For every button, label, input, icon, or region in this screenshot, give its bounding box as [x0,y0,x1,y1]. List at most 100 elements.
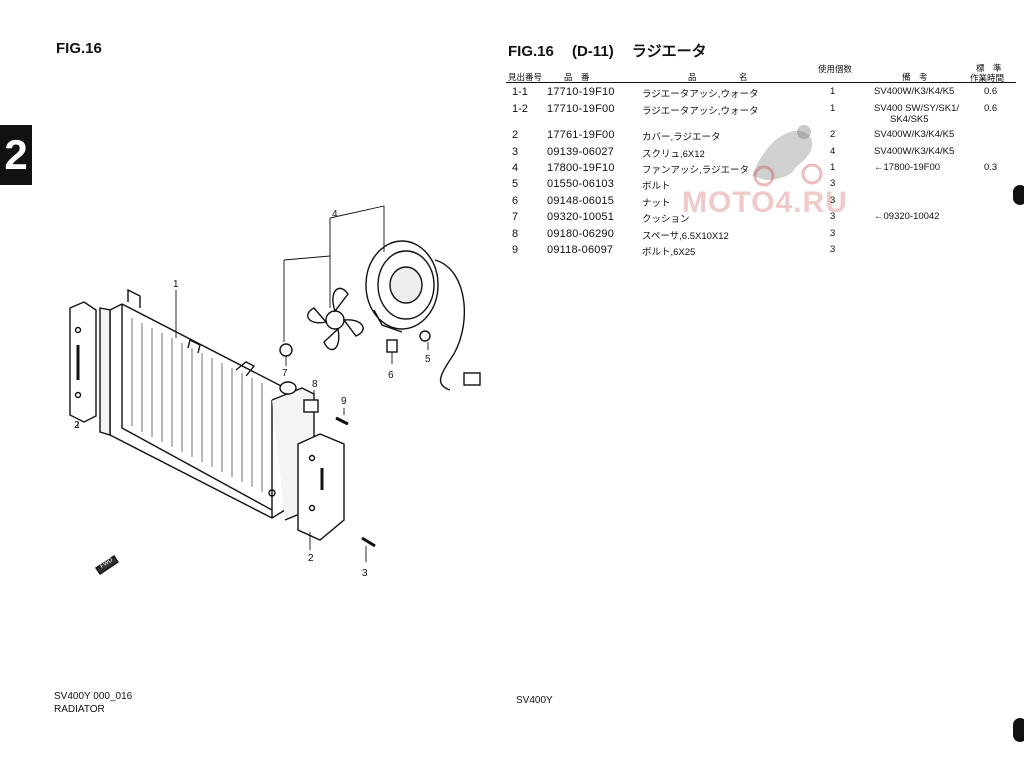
callout-5: 5 [425,354,431,365]
row-remarks-continued: SK4/SK5 [890,114,929,125]
header-desc: 品 名 [688,72,748,82]
row-ref: 9 [512,244,519,256]
row-description: ボルト,6X25 [642,247,696,258]
exploded-parts-diagram: 1 2 2 3 4 5 6 7 8 9 FWD [69,205,481,579]
header-remarks: 備 考 [902,72,928,82]
row-quantity: 4 [830,146,836,157]
row-description: ラジエータアッシ,ウォータ [642,106,759,117]
parts-list-title: FIG.16 (D-11) ラジエータ [508,40,721,61]
callout-4: 4 [332,209,338,220]
table-row: 2 17761-19F00 カバー,ラジエータ 2 SV400W/K3/K4/K… [512,129,1012,143]
header-ref: 見出番号 [508,72,543,82]
row-description: スクリュ,6X12 [642,149,705,160]
footer-code: SV400Y 000_016 [54,691,133,702]
figure-number: FIG.16 [508,43,554,60]
callout-1: 1 [173,279,179,290]
row-quantity: 1 [830,103,836,114]
left-radiator-cover [69,301,97,423]
row-ref: 3 [512,146,519,158]
footer-model: SV400Y [516,695,553,706]
callout-8: 8 [312,379,318,390]
row-description: ファンアッシ,ラジエータ [642,165,749,176]
callout-2-left: 2 [74,420,80,431]
fan-shroud [365,240,481,391]
row-part-number: 17761-19F00 [547,129,615,141]
row-remarks: SV400W/K3/K4/K5 [874,129,955,140]
row-part-number: 01550-06103 [547,178,615,190]
callout-6: 6 [388,370,394,381]
mounting-hardware [279,330,431,548]
forward-arrow-icon [95,555,119,575]
row-ref: 8 [512,228,519,240]
callout-7: 7 [282,368,288,379]
footer-section-name: RADIATOR [54,704,105,715]
row-description: カバー,ラジエータ [642,132,721,143]
row-remarks: ←17800-19F00 [874,162,941,173]
row-part-number: 09320-10051 [547,211,615,223]
table-row: 4 17800-19F10 ファンアッシ,ラジエータ 1 ←17800-19F0… [512,162,1012,176]
row-time: 0.6 [984,86,998,97]
row-quantity: 3 [830,211,836,222]
row-ref: 1-1 [512,86,528,98]
row-ref: 1-2 [512,103,528,115]
header-time-top: 標 準 [976,63,1002,73]
row-quantity: 3 [830,195,836,206]
callout-2-right: 2 [308,553,314,564]
table-row: 3 09139-06027 スクリュ,6X12 4 SV400W/K3/K4/K… [512,146,1012,160]
row-remarks: SV400W/K3/K4/K5 [874,146,955,157]
callout-9: 9 [341,396,347,407]
row-part-number: 09139-06027 [547,146,615,158]
row-part-number: 09180-06290 [547,228,615,240]
figure-name: ラジエータ [631,43,707,60]
row-remarks: ←09320-10042 [874,211,940,222]
right-radiator-cover [268,433,345,541]
left-figure-title: FIG.16 [56,40,102,57]
row-description: クッション [642,214,690,225]
header-qty: 使用個数 [818,64,853,74]
binding-hole-top [1013,185,1024,205]
table-row: 9 09118-06097 ボルト,6X25 3 [512,244,1012,258]
row-quantity: 3 [830,244,836,255]
watermark-rider-logo [752,125,823,187]
row-part-number: 09118-06097 [547,244,614,256]
fan-blades [307,287,364,351]
table-row: 1-1 17710-19F10 ラジエータアッシ,ウォータ 1 SV400W/K… [512,86,1012,100]
figure-code: (D-11) [572,43,614,60]
row-quantity: 1 [830,86,836,97]
binding-hole-bottom [1013,718,1024,742]
row-description: ラジエータアッシ,ウォータ [642,89,759,100]
row-ref: 5 [512,178,519,190]
header-part: 品 番 [564,72,590,82]
watermark-text: MOTO4.RU [682,186,848,219]
row-quantity: 3 [830,228,836,239]
header-time-bottom: 作業時間 [970,73,1005,83]
row-description: スペーサ,6.5X10X12 [642,231,729,242]
table-row: 5 01550-06103 ボルト 3 [512,178,1012,192]
table-row: 7 09320-10051 クッション 3 ←09320-10042 [512,211,1012,225]
row-remarks: SV400 SW/SY/SK1/ [874,103,960,114]
radiator-core [99,288,315,521]
row-time: 0.3 [984,162,998,173]
section-tab: 2 [0,125,32,185]
row-ref: 6 [512,195,519,207]
row-quantity: 3 [830,178,836,189]
row-part-number: 17800-19F10 [547,162,615,174]
row-ref: 7 [512,211,519,223]
callout-3: 3 [362,568,368,579]
table-row: 6 09148-06015 ナット 3 [512,195,1012,209]
table-row: 1-2 17710-19F00 ラジエータアッシ,ウォータ 1 SV400 SW… [512,103,1012,127]
row-time: 0.6 [984,103,998,114]
row-quantity: 2 [830,129,836,140]
row-part-number: 09148-06015 [547,195,615,207]
table-row: 8 09180-06290 スペーサ,6.5X10X12 3 [512,228,1012,242]
table-header: 見出番号 品 番 品 名 使用個数 備 考 標 準 作業時間 [506,62,1016,83]
row-description: ボルト [642,181,671,192]
leader-lines [77,205,429,562]
row-remarks: SV400W/K3/K4/K5 [874,86,955,97]
row-quantity: 1 [830,162,836,173]
footer-left: SV400Y 000_016 RADIATOR [54,690,132,716]
row-ref: 2 [512,129,519,141]
row-part-number: 17710-19F10 [547,86,615,98]
row-description: ナット [642,198,671,209]
row-part-number: 17710-19F00 [547,103,615,115]
